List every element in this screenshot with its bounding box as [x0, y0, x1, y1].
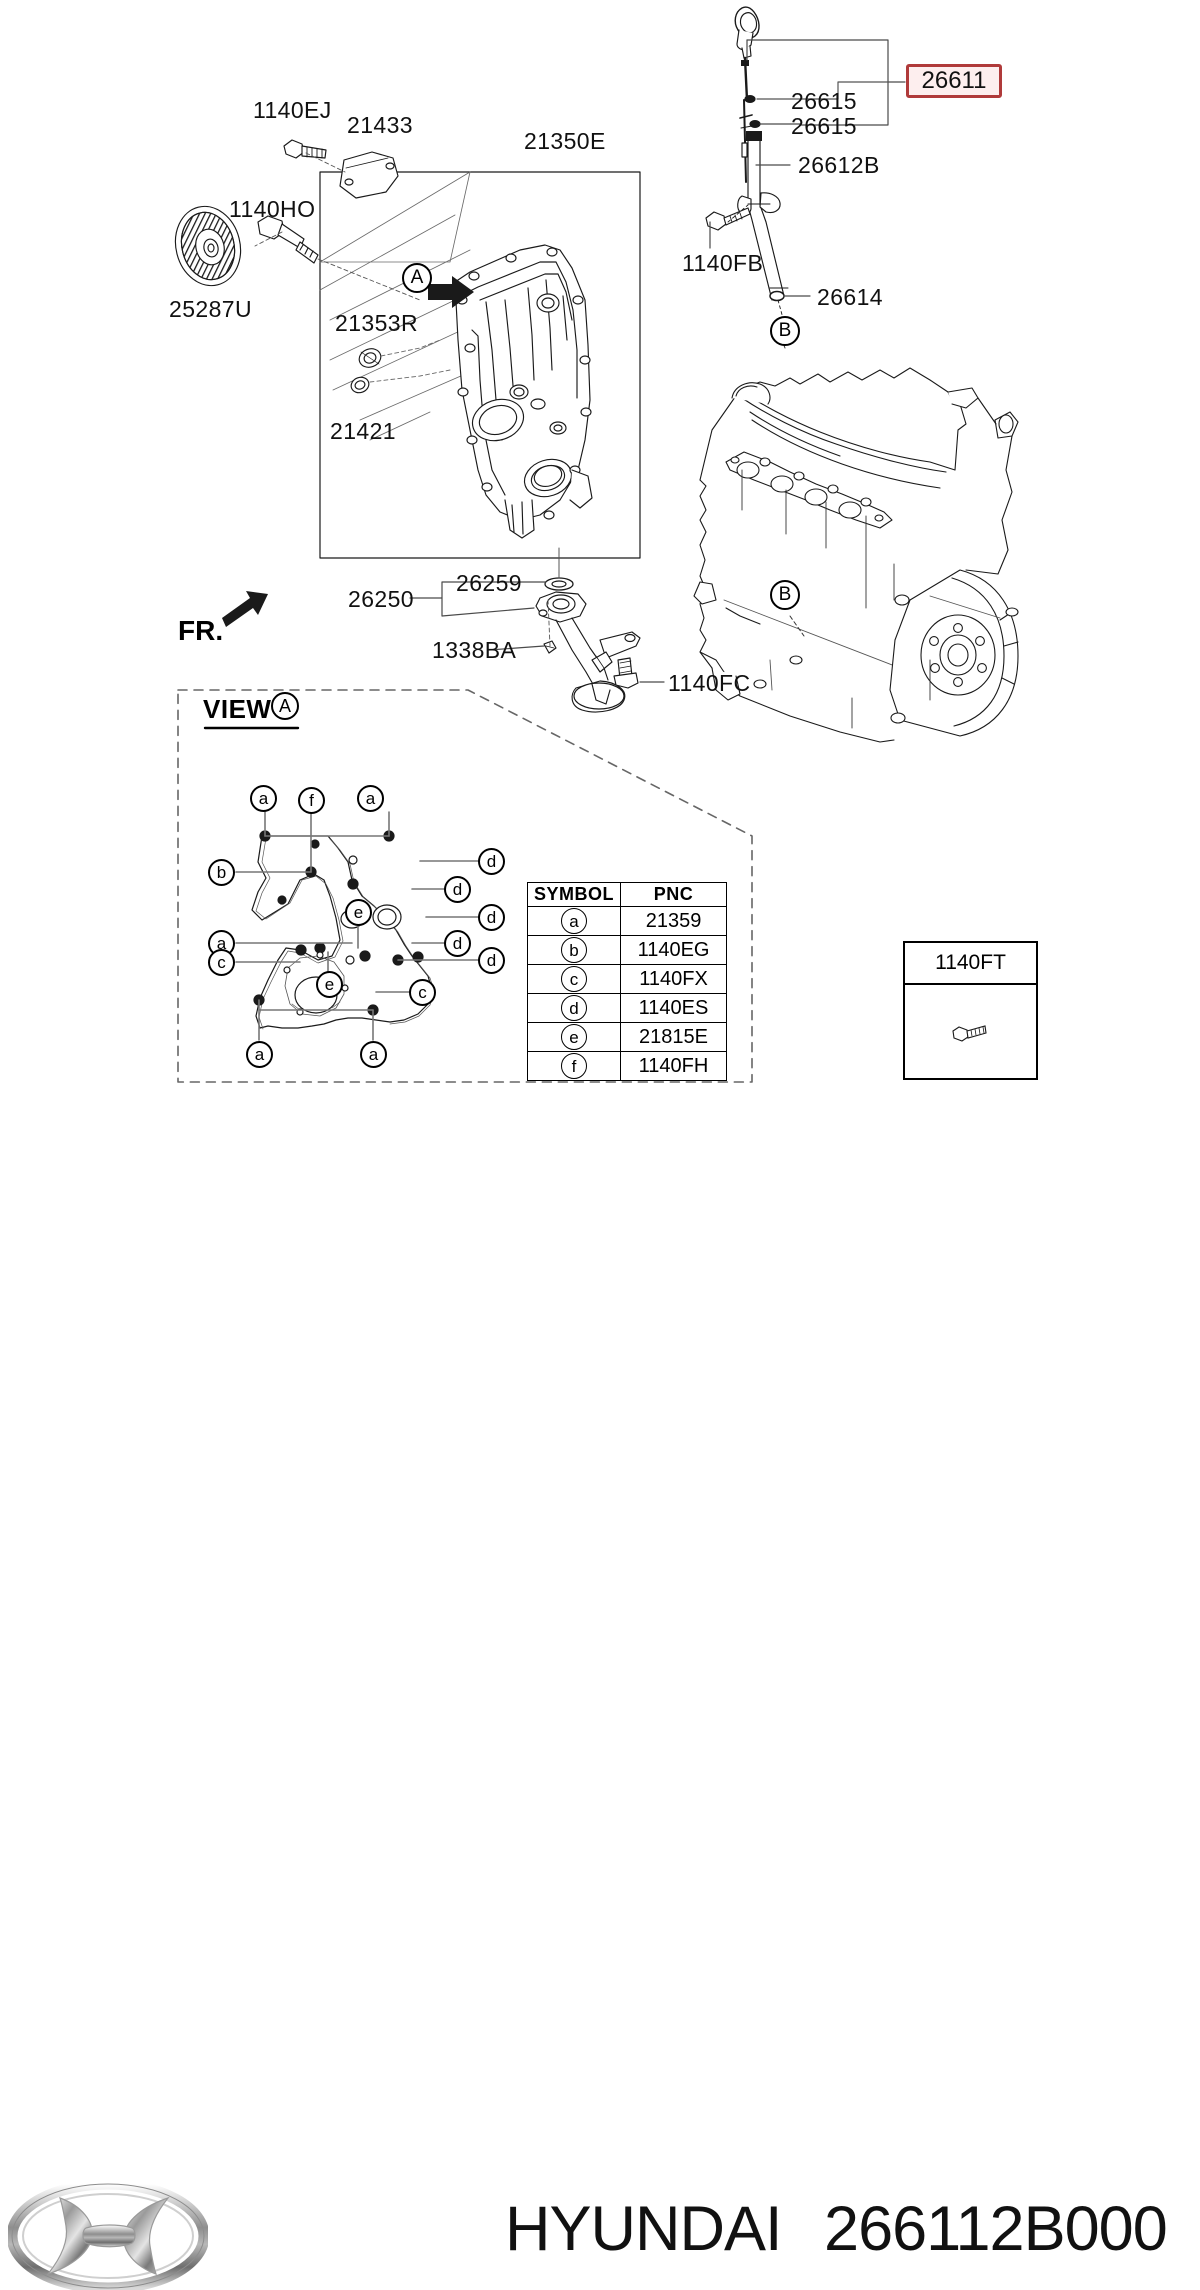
- inset-box-title: 1140FT: [905, 943, 1036, 985]
- view-bubble-c-2: c: [409, 979, 436, 1006]
- callout-circle-b-lower: B: [770, 580, 800, 610]
- label-26615-upper: 26615: [791, 88, 857, 114]
- symbol-cell: d: [526, 993, 622, 1023]
- parts-diagram-canvas: A B B a f a b d d a e d d c e d c a a 11…: [0, 6, 1200, 2290]
- pnc-cell: 21359: [620, 906, 728, 936]
- symbol-table-header-row: SYMBOL PNC: [526, 882, 728, 907]
- symbol-bubble: a: [561, 908, 587, 934]
- label-26250: 26250: [348, 586, 414, 612]
- inset-box-body: [905, 985, 1036, 1080]
- symbol-bubble: e: [561, 1024, 587, 1050]
- symbol-col-header: SYMBOL: [526, 882, 622, 907]
- view-bubble-e-2: e: [316, 971, 343, 998]
- symbol-cell: a: [526, 906, 622, 936]
- bolt-1140fb: [705, 207, 751, 231]
- label-21433: 21433: [347, 112, 413, 138]
- table-row: f 1140FH: [526, 1051, 728, 1081]
- dipstick-tube: [705, 131, 789, 323]
- hyundai-logo: [8, 2182, 208, 2290]
- label-1140ej: 1140EJ: [253, 97, 332, 123]
- label-21421: 21421: [330, 418, 396, 444]
- engine-block: [693, 367, 1019, 743]
- bolt-1140fc: [613, 657, 639, 689]
- view-bubble-d-3: d: [478, 904, 505, 931]
- view-panel-border: [177, 689, 753, 1083]
- table-row: e 21815E: [526, 1022, 728, 1052]
- fr-arrow: [222, 591, 268, 627]
- symbol-bubble: c: [561, 966, 587, 992]
- leader-lines-dipstick: [709, 39, 906, 297]
- footer-bar: HYUNDAI 266112B000: [0, 1090, 1200, 2290]
- label-21350e: 21350E: [524, 128, 606, 154]
- table-row: b 1140EG: [526, 935, 728, 965]
- view-bubble-d-4: d: [444, 930, 471, 957]
- pnc-cell: 1140ES: [620, 993, 728, 1023]
- timing-chain-cover: [454, 244, 593, 539]
- callout-a-arrow: [428, 276, 474, 308]
- seals-group: [350, 348, 382, 394]
- label-21353r: 21353R: [335, 310, 418, 336]
- table-row: a 21359: [526, 906, 728, 936]
- diagram-linework: [174, 6, 1019, 1083]
- oil-strainer-26250: [535, 547, 641, 713]
- pulley-25287u: [174, 205, 242, 287]
- view-bubble-a-4: a: [246, 1041, 273, 1068]
- pnc-cell: 21815E: [620, 1022, 728, 1052]
- front-direction-label: FR.: [178, 615, 224, 646]
- symbol-bubble: b: [561, 937, 587, 963]
- view-bubble-c-1: c: [208, 949, 235, 976]
- inset-box-1140ft: 1140FT: [903, 941, 1038, 1080]
- view-panel-title-ref: A: [271, 692, 299, 720]
- symbol-bubble: d: [561, 995, 587, 1021]
- view-bubble-d-2: d: [444, 876, 471, 903]
- dipstick-assembly: [734, 6, 761, 183]
- view-bubble-b: b: [208, 859, 235, 886]
- table-row: d 1140ES: [526, 993, 728, 1023]
- symbol-cell: b: [526, 935, 622, 965]
- view-bubble-f: f: [298, 787, 325, 814]
- bolt-1140ho: [257, 215, 319, 264]
- view-bubble-e-1: e: [345, 899, 372, 926]
- view-bubble-a-5: a: [360, 1041, 387, 1068]
- view-bubble-a-1: a: [250, 785, 277, 812]
- view-bubble-d-1: d: [478, 848, 505, 875]
- callout-circle-a-main: A: [402, 263, 432, 293]
- pnc-cell: 1140FH: [620, 1051, 728, 1081]
- label-26614: 26614: [817, 284, 883, 310]
- part-number: 266112B000: [824, 2194, 1168, 2264]
- pnc-cell: 1140FX: [620, 964, 728, 994]
- pnc-cell: 1140EG: [620, 935, 728, 965]
- label-1140ho: 1140HO: [229, 196, 316, 222]
- table-row: c 1140FX: [526, 964, 728, 994]
- bolt-1140ej: [283, 139, 327, 159]
- symbol-bubble: f: [561, 1053, 587, 1079]
- label-1140fb: 1140FB: [682, 250, 764, 276]
- construction-lines: [319, 171, 471, 441]
- symbol-cell: e: [526, 1022, 622, 1052]
- callout-circle-b-upper: B: [770, 316, 800, 346]
- label-26612b: 26612B: [798, 152, 880, 178]
- label-25287u: 25287U: [169, 296, 252, 322]
- bolt-icon: [952, 1025, 987, 1042]
- gasket-bead-outline: [251, 830, 435, 1030]
- timing-cover-bounding-box: [319, 171, 641, 559]
- view-panel-title: VIEW: [203, 694, 272, 724]
- label-26615-lower: 26615: [791, 113, 857, 139]
- symbol-pnc-table: SYMBOL PNC a 21359 b 1140EG c 1140FX d 1…: [526, 882, 728, 1081]
- cover-plate-21433: [339, 151, 399, 199]
- view-panel-leaders: [235, 799, 493, 1041]
- highlighted-part-26611: 26611: [906, 64, 1002, 98]
- label-1338ba: 1338BA: [432, 637, 517, 663]
- view-bubble-a-2: a: [357, 785, 384, 812]
- label-1140fc: 1140FC: [668, 670, 751, 696]
- label-26259: 26259: [456, 570, 522, 596]
- pnc-col-header: PNC: [620, 882, 728, 907]
- view-bubble-d-5: d: [478, 947, 505, 974]
- brand-name: HYUNDAI: [505, 2194, 783, 2264]
- symbol-cell: f: [526, 1051, 622, 1081]
- symbol-cell: c: [526, 964, 622, 994]
- footer-text: HYUNDAI 266112B000: [505, 2193, 1168, 2265]
